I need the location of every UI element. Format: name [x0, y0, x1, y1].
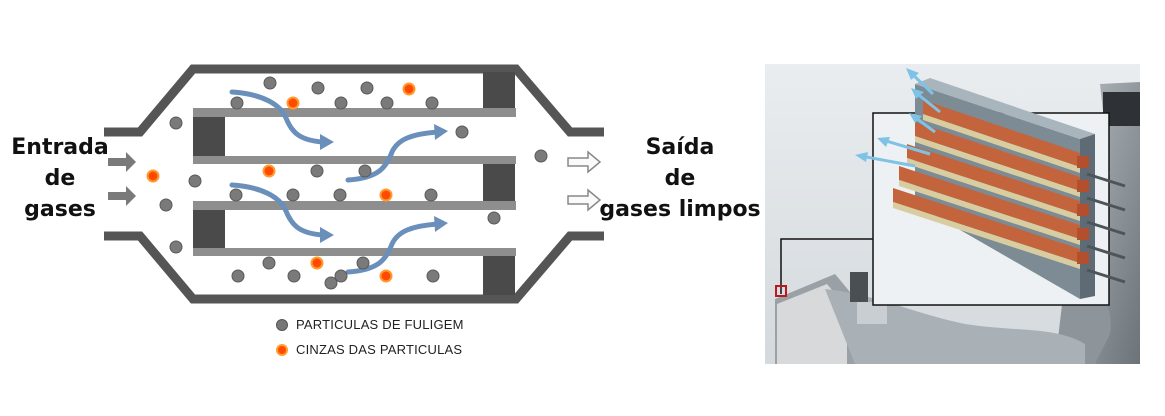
flow-arrowhead [320, 227, 334, 243]
ash-particle [402, 82, 416, 96]
filter-channels [893, 100, 1083, 270]
exhaust-arrowhead [877, 137, 890, 147]
exhaust-arrow [860, 154, 916, 168]
soot-particle [159, 198, 173, 212]
ash-particle [146, 169, 160, 183]
soot-particles [159, 76, 548, 290]
soot-particle [262, 256, 276, 270]
gas-inlet-arrows [108, 152, 136, 206]
flow-arrow [345, 221, 441, 275]
flow-arrow [229, 89, 325, 145]
outlet-arrow-icon [567, 150, 602, 174]
inlet-label-line-2: de [44, 166, 76, 191]
flow-arrowhead [434, 216, 448, 232]
soot-particle [534, 149, 548, 163]
ash-particle [379, 269, 393, 283]
ash-particles [146, 82, 416, 283]
filter-rods [1086, 172, 1126, 284]
exhaust-arrowhead [909, 113, 922, 123]
soot-particle [188, 174, 202, 188]
channel-wall-3 [193, 201, 516, 210]
soot-particle [324, 276, 338, 290]
inlet-label-line-1: Entrada [11, 135, 109, 160]
flow-arrow [345, 129, 441, 183]
outlet-label-line-2: de [664, 166, 696, 191]
engine-parts [775, 82, 1140, 364]
lower-inlet-plug [193, 210, 225, 250]
callout-marker [775, 285, 787, 297]
outlet-label: Saída de gases limpos [598, 132, 762, 225]
callout-leader [780, 238, 873, 294]
ash-particle [310, 256, 324, 270]
outlet-label-line-1: Saída [645, 135, 715, 160]
soot-particle [311, 81, 325, 95]
flow-arrowhead [320, 134, 334, 150]
exhaust-arrowheads [855, 68, 924, 162]
soot-particle [229, 188, 243, 202]
filter-housing [104, 64, 604, 304]
soot-particle [334, 269, 348, 283]
exhaust-arrowhead [906, 68, 919, 80]
soot-particle [333, 188, 347, 202]
soot-particle [426, 269, 440, 283]
soot-particle [169, 116, 183, 130]
soot-particle [425, 96, 439, 110]
soot-particle [286, 188, 300, 202]
soot-particle [360, 81, 374, 95]
soot-particle [263, 76, 277, 90]
exhaust-arrowhead [911, 88, 924, 99]
top-outlet-plug [483, 72, 515, 112]
inlet-arrow-icon [108, 152, 136, 172]
soot-particle [334, 96, 348, 110]
flow-arrowhead [434, 124, 448, 140]
soot-particle [310, 164, 324, 178]
dpf-cutaway-illustration [765, 64, 1140, 364]
soot-particle [287, 269, 301, 283]
ash-dot-icon [276, 343, 288, 356]
legend-item-ash: CINZAS DAS PARTICULAS [276, 342, 462, 357]
flow-arrowheads [320, 124, 448, 243]
upper-inlet-plug [193, 117, 225, 157]
exhaust-arrow [882, 138, 931, 156]
flow-arrow [229, 182, 325, 238]
gas-outlet-arrows [567, 150, 602, 212]
channel-wall-4 [193, 248, 516, 256]
filter-end-caps [1077, 156, 1089, 264]
soot-dot-icon [276, 318, 288, 331]
inlet-arrow-icon [108, 186, 136, 206]
legend-item-soot: PARTICULAS DE FULIGEM [276, 317, 464, 332]
soot-particle [231, 269, 245, 283]
soot-particle [169, 240, 183, 254]
inlet-label: Entrada de gases [8, 132, 112, 225]
middle-outlet-plug [483, 163, 515, 203]
filter-walls [193, 72, 516, 295]
ash-particle [379, 188, 393, 202]
exhaust-arrowhead [855, 152, 868, 162]
soot-particle [358, 164, 372, 178]
outlet-arrow-icon [567, 188, 602, 212]
soot-particle [487, 211, 501, 225]
bottom-outlet-plug [483, 255, 515, 295]
inlet-label-line-3: gases [24, 197, 96, 222]
soot-particle [455, 125, 469, 139]
outlet-label-line-3: gases limpos [599, 197, 761, 222]
soot-particle [230, 96, 244, 110]
filter-core-cutaway [893, 78, 1126, 299]
soot-particle [356, 256, 370, 270]
legend-label: CINZAS DAS PARTICULAS [296, 342, 463, 357]
channel-wall-2 [193, 156, 516, 164]
channel-wall-1 [193, 108, 516, 117]
legend-label: PARTICULAS DE FULIGEM [296, 317, 464, 332]
ash-particle [262, 164, 276, 178]
soot-particle [380, 96, 394, 110]
ash-particle [286, 96, 300, 110]
soot-particle [424, 188, 438, 202]
flow-arrows [229, 89, 441, 275]
